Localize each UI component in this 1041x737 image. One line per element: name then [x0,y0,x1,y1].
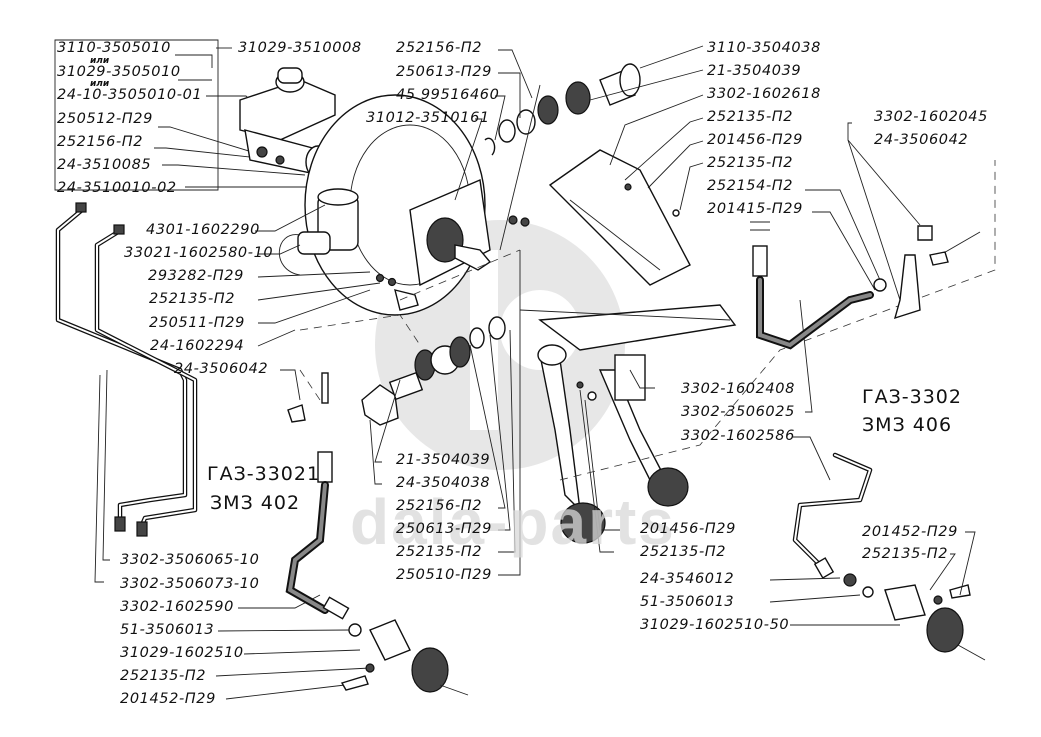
part-label: 252156-П2 [396,40,483,56]
part-label: 252135-П2 [640,544,727,560]
part-label: 250613-П29 [396,521,492,537]
part-label: 31029-1602510 [120,645,244,661]
part-label: 31029-1602510-50 [640,617,790,633]
part-label: 250510-П29 [396,567,492,583]
leader-lines-booster [454,49,541,251]
part-label: 4301-1602290 [146,222,260,238]
watermark-text: dala-parts [350,486,676,558]
part-label: 21-3504039 [396,452,491,468]
leader-lines-406 [769,531,976,626]
part-label: 293282-П29 [148,268,244,284]
part-label: 252135-П2 [120,668,207,684]
part-label: 24-3504038 [396,475,491,491]
model-engine-402: ЗМЗ 402 [210,492,301,514]
part-label: 252156-П2 [396,498,483,514]
brake-pipes-402 [55,202,198,537]
model-engine-406: ЗМЗ 406 [862,414,953,436]
part-label: 51-3506013 [120,622,215,638]
alternative-note: или [90,56,110,66]
alternative-note: или [90,79,110,89]
part-label: 201452-П29 [120,691,216,707]
part-label: 24-3510085 [57,157,152,173]
part-label: 24-3506042 [174,361,269,377]
part-label: 252135-П2 [707,155,794,171]
part-label: 3302-1602586 [681,428,795,444]
pedal-axle [361,316,506,426]
pedal-assembly [519,304,737,544]
part-label: 31029-3505010 [57,64,181,80]
part-label: 201452-П29 [862,524,958,540]
clutch-slave-cylinder-402 [340,619,469,696]
part-label: 250512-П29 [57,111,153,127]
model-vehicle-33021: ГАЗ-33021 [207,463,321,485]
clutch-slave-cylinder-406 [843,573,986,661]
part-label: 252154-П2 [707,178,794,194]
part-label: 3302-1602408 [681,381,795,397]
model-vehicle-3302: ГАЗ-3302 [862,386,962,408]
part-label: 3302-3506065-10 [120,552,260,568]
part-label: 3110-3504038 [707,40,821,56]
clutch-pipe-406 [792,452,873,579]
part-label: 31012-3510161 [366,110,490,126]
clutch-hose-406 [750,221,981,350]
part-label: 3302-3506073-10 [120,576,260,592]
part-label: 252135-П2 [149,291,236,307]
part-label: 24-3506042 [874,132,969,148]
part-label: 24-3510010-02 [57,180,177,196]
leader-lines-top-right [589,45,921,301]
part-label: 201456-П29 [707,132,803,148]
part-label: 252135-П2 [707,109,794,125]
leader-lines-pedal-axle [369,250,831,576]
part-label: 250613-П29 [396,64,492,80]
part-label: 24-1602294 [150,338,245,354]
part-label: 24-10-3505010-01 [57,87,203,103]
assembly-dashed-lines [299,160,996,481]
part-label: 201415-П29 [707,201,803,217]
pedal-upper-bracket [548,149,691,286]
part-label: 250511-П29 [149,315,245,331]
part-label: 3302-1602045 [874,109,988,125]
part-label: 3302-1602590 [120,599,234,615]
part-label: 51-3506013 [640,594,735,610]
part-label: 31029-3510008 [238,40,362,56]
part-label: 252135-П2 [862,546,949,562]
part-label: 3110-3505010 [57,40,171,56]
part-label: 24-3546012 [640,571,735,587]
part-label: 252156-П2 [57,134,144,150]
part-label: 45 99516460 [396,87,500,103]
part-label: 21-3504039 [707,63,802,79]
part-label: 201456-П29 [640,521,736,537]
part-label: 3302-3506025 [681,404,795,420]
part-label: 33021-1602580-10 [124,245,274,261]
vacuum-booster [278,94,492,316]
clutch-hose-402 [285,372,350,620]
part-label: 3302-1602618 [707,86,821,102]
part-label: 252135-П2 [396,544,483,560]
